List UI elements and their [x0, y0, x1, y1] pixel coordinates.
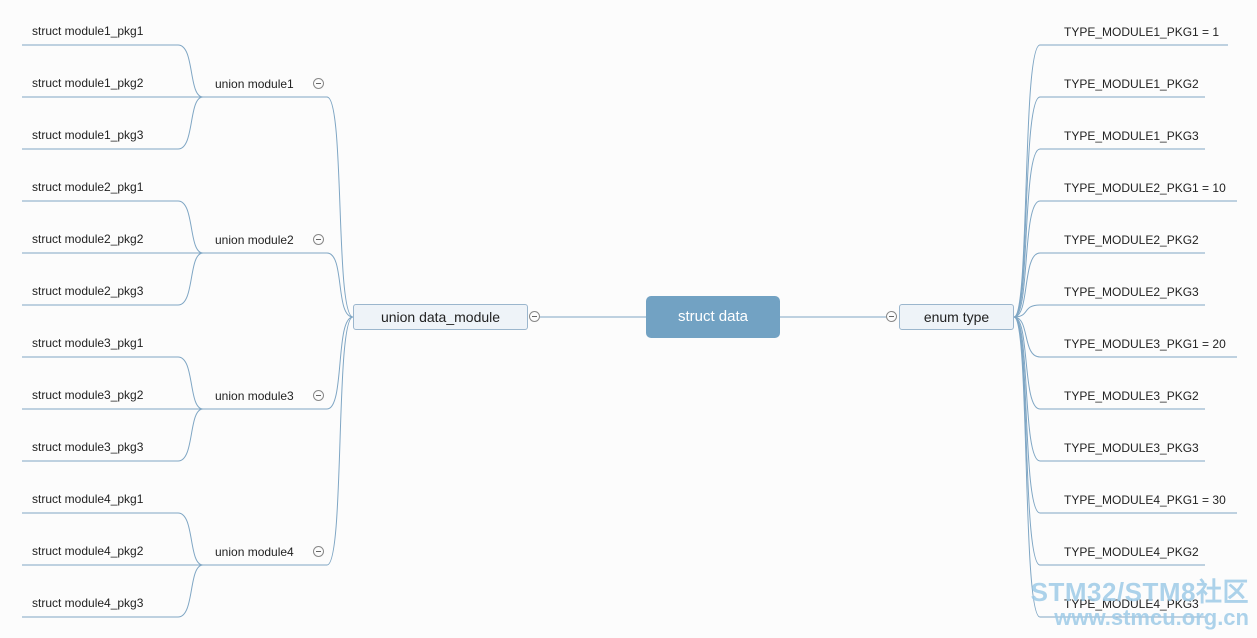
connector-line: [1013, 200, 1041, 318]
leaf-node[interactable]: struct module2_pkg2: [32, 232, 144, 246]
watermark: STM32/STM8社区 www.stmcu.org.cn: [1031, 578, 1249, 630]
enum-value-node[interactable]: TYPE_MODULE3_PKG3: [1064, 441, 1199, 455]
enum-value-node[interactable]: TYPE_MODULE4_PKG1 = 30: [1064, 493, 1226, 507]
root-node-label: struct data: [677, 308, 749, 325]
branch-collapse-icon[interactable]: [313, 234, 324, 245]
connector-line: [177, 252, 204, 306]
connector-line: [1013, 316, 1041, 618]
leaf-node[interactable]: struct module4_pkg3: [32, 596, 144, 610]
leaf-node[interactable]: struct module4_pkg1: [32, 492, 144, 506]
connector-line: [326, 316, 354, 410]
connector-line: [1013, 44, 1041, 318]
enum-value-node[interactable]: TYPE_MODULE1_PKG1 = 1: [1064, 25, 1220, 39]
connector-line: [1013, 304, 1041, 318]
leaf-node[interactable]: struct module1_pkg3: [32, 128, 144, 142]
left-hub-node[interactable]: union data_module: [353, 304, 528, 330]
leaf-node[interactable]: struct module1_pkg2: [32, 76, 144, 90]
leaf-node[interactable]: struct module2_pkg3: [32, 284, 144, 298]
enum-value-node[interactable]: TYPE_MODULE2_PKG2: [1064, 233, 1199, 247]
root-node[interactable]: struct data: [646, 296, 780, 338]
right-hub-node[interactable]: enum type: [899, 304, 1014, 330]
connector-line: [177, 408, 204, 462]
connector-line: [177, 44, 204, 98]
enum-value-node[interactable]: TYPE_MODULE1_PKG3: [1064, 129, 1199, 143]
enum-value-node[interactable]: TYPE_MODULE1_PKG2: [1064, 77, 1199, 91]
enum-value-node[interactable]: TYPE_MODULE2_PKG3: [1064, 285, 1199, 299]
connector-line: [1013, 96, 1041, 318]
connector-line: [177, 96, 204, 150]
connector-line: [1013, 252, 1041, 318]
leaf-node[interactable]: struct module3_pkg2: [32, 388, 144, 402]
branch-node-module1[interactable]: union module1: [215, 77, 294, 91]
leaf-node[interactable]: struct module2_pkg1: [32, 180, 144, 194]
branch-node-module3[interactable]: union module3: [215, 389, 294, 403]
right-hub-label: enum type: [923, 309, 990, 325]
enum-value-node[interactable]: TYPE_MODULE3_PKG2: [1064, 389, 1199, 403]
connector-line: [1013, 316, 1041, 358]
watermark-line1: STM32/STM8社区: [1030, 577, 1249, 607]
connector-line: [326, 96, 354, 318]
left-hub-label: union data_module: [380, 309, 501, 325]
connector-line: [1013, 316, 1041, 566]
connector-line: [177, 200, 204, 254]
enum-value-node[interactable]: TYPE_MODULE2_PKG1 = 10: [1064, 181, 1226, 195]
branch-collapse-icon[interactable]: [313, 390, 324, 401]
connector-line: [177, 512, 204, 566]
leaf-node[interactable]: struct module3_pkg3: [32, 440, 144, 454]
enum-value-node[interactable]: TYPE_MODULE4_PKG2: [1064, 545, 1199, 559]
connector-line: [177, 356, 204, 410]
watermark-line2: www.stmcu.org.cn: [1054, 605, 1249, 630]
branch-collapse-icon[interactable]: [313, 546, 324, 557]
connector-line: [326, 252, 354, 318]
branch-node-module2[interactable]: union module2: [215, 233, 294, 247]
connector-line: [1013, 316, 1041, 514]
connector-line: [177, 564, 204, 618]
connector-line: [1013, 316, 1041, 410]
leaf-node[interactable]: struct module1_pkg1: [32, 24, 144, 38]
right-hub-collapse-icon[interactable]: [886, 311, 897, 322]
connector-line: [1013, 316, 1041, 462]
leaf-node[interactable]: struct module3_pkg1: [32, 336, 144, 350]
connector-line: [326, 316, 354, 566]
branch-collapse-icon[interactable]: [313, 78, 324, 89]
enum-value-node[interactable]: TYPE_MODULE4_PKG3: [1064, 597, 1199, 611]
connector-line: [1013, 148, 1041, 318]
leaf-node[interactable]: struct module4_pkg2: [32, 544, 144, 558]
left-hub-collapse-icon[interactable]: [529, 311, 540, 322]
enum-value-node[interactable]: TYPE_MODULE3_PKG1 = 20: [1064, 337, 1226, 351]
branch-node-module4[interactable]: union module4: [215, 545, 294, 559]
